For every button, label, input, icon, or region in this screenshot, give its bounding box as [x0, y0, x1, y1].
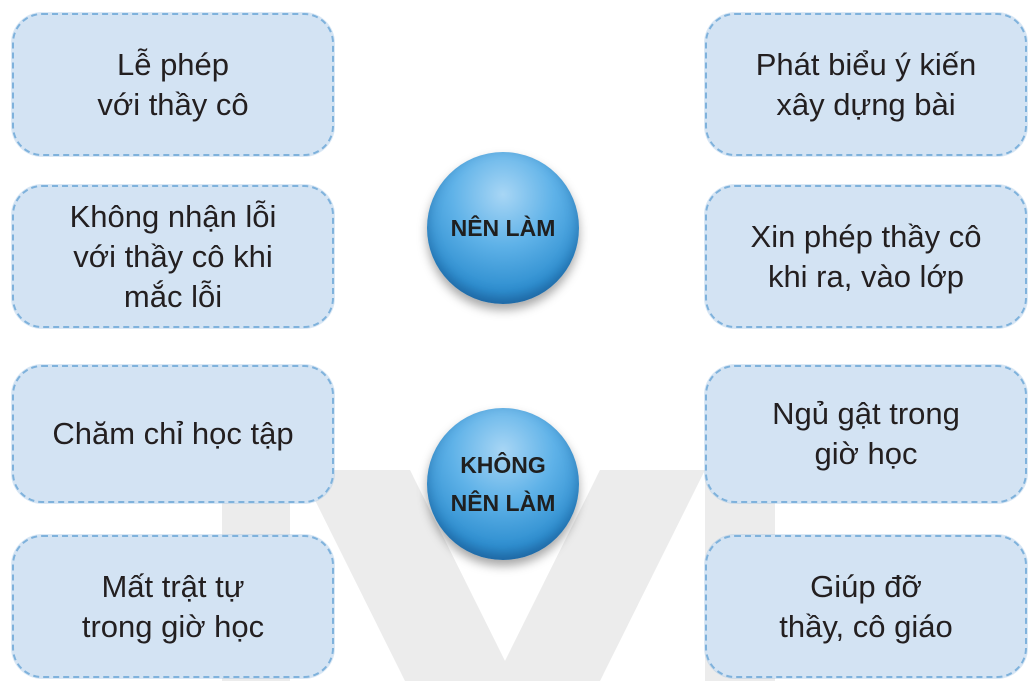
card-phat-bieu: Phát biểu ý kiến xây dựng bài	[705, 13, 1027, 156]
card-giup-do: Giúp đỡ thầy, cô giáo	[705, 535, 1027, 678]
card-le-phep: Lễ phép với thầy cô	[12, 13, 334, 156]
card-khong-nhan-loi: Không nhận lỗi với thầy cô khi mắc lỗi	[12, 185, 334, 328]
card-mat-trat-tu: Mất trật tự trong giờ học	[12, 535, 334, 678]
watermark-shape-right	[495, 470, 705, 681]
hub-khong-nen-lam: KHÔNG NÊN LÀM	[427, 408, 579, 560]
card-ngu-gat: Ngủ gật trong giờ học	[705, 365, 1027, 503]
card-cham-chi-hoc-tap: Chăm chỉ học tập	[12, 365, 334, 503]
watermark-shape-center	[300, 470, 515, 681]
card-xin-phep: Xin phép thầy cô khi ra, vào lớp	[705, 185, 1027, 328]
hub-nen-lam: NÊN LÀM	[427, 152, 579, 304]
